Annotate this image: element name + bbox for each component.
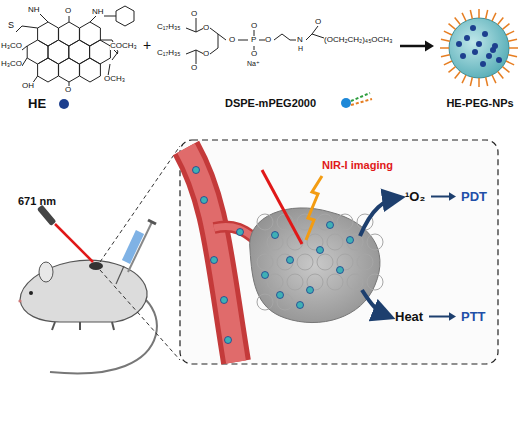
node-label: PTT [461,309,486,324]
component-group: HE [0,0,142,114]
node-label: Heat [395,309,423,324]
node-label: ¹O₂ [405,189,425,204]
effect-box: PTT [458,306,489,327]
atom-label: NH [28,6,40,14]
atom-label: N [297,36,303,44]
atom-label: O [251,50,257,58]
curved-arrow [360,198,398,236]
he-structure [16,6,134,109]
atom-label: H₃CO [1,60,22,68]
fluorescence-flash [306,176,322,240]
atom-label: H [298,45,303,52]
atom-label: Na⁺ [247,60,260,67]
atom-label: NH [92,8,104,16]
component-group: HE-PEG-NPs [436,4,524,114]
annotation: NIR-I imaging [322,160,393,171]
atom-label: (OCH₂CH₂)₄₅OCH₃ [324,36,392,44]
atom-label: O [265,36,271,44]
nanoparticles-in-tissue [193,167,354,344]
effect-box: Heat [392,306,427,327]
atom-label: O [251,22,257,30]
node-label: HE [28,96,46,111]
atom-label: O [203,24,209,32]
atom-label: O [191,10,197,18]
arrow-connector [429,312,456,320]
peg-icon [341,93,372,108]
atom-label: C₁₇H₃₅ [157,23,180,31]
atom-label: O [203,50,209,58]
component-group: DSPE-mPEG2000 [155,4,398,114]
curved-arrow [362,290,388,316]
dspe-structure [186,18,324,64]
atom-label: OH [22,82,34,90]
atom-label: COCH₃ [110,42,137,50]
arrow-connector [431,192,456,200]
laser-beam [37,205,93,262]
nanoparticle [440,9,518,87]
tumor [250,208,380,323]
atom-label: P [251,36,256,44]
atom-label: O [65,7,71,15]
atom-label: S [8,21,14,30]
nir-laser [262,170,302,244]
atom-label: O [229,36,235,44]
arrow-connector [400,41,434,52]
node-label: HE-PEG-NPs [436,97,524,109]
effect-box: ¹O₂ [402,186,429,207]
node-label: PDT [461,189,487,204]
atom-label: C₁₇H₃₅ [157,49,180,57]
effect-box: PDT [458,186,490,207]
atom-label: OCH₃ [104,75,125,83]
he-dot [59,99,69,109]
mouse [18,260,157,373]
annotation: 671 nm [18,196,56,207]
atom-label: H₃CO [1,42,22,50]
node-label: DSPE-mPEG2000 [225,97,316,109]
syringe [116,220,156,284]
atom-label: O [65,86,71,94]
atom-label: + [143,38,151,52]
atom-label: O [191,64,197,72]
atom-label: O [315,18,321,26]
zoom-box [180,140,498,364]
zoom-line [100,146,180,360]
